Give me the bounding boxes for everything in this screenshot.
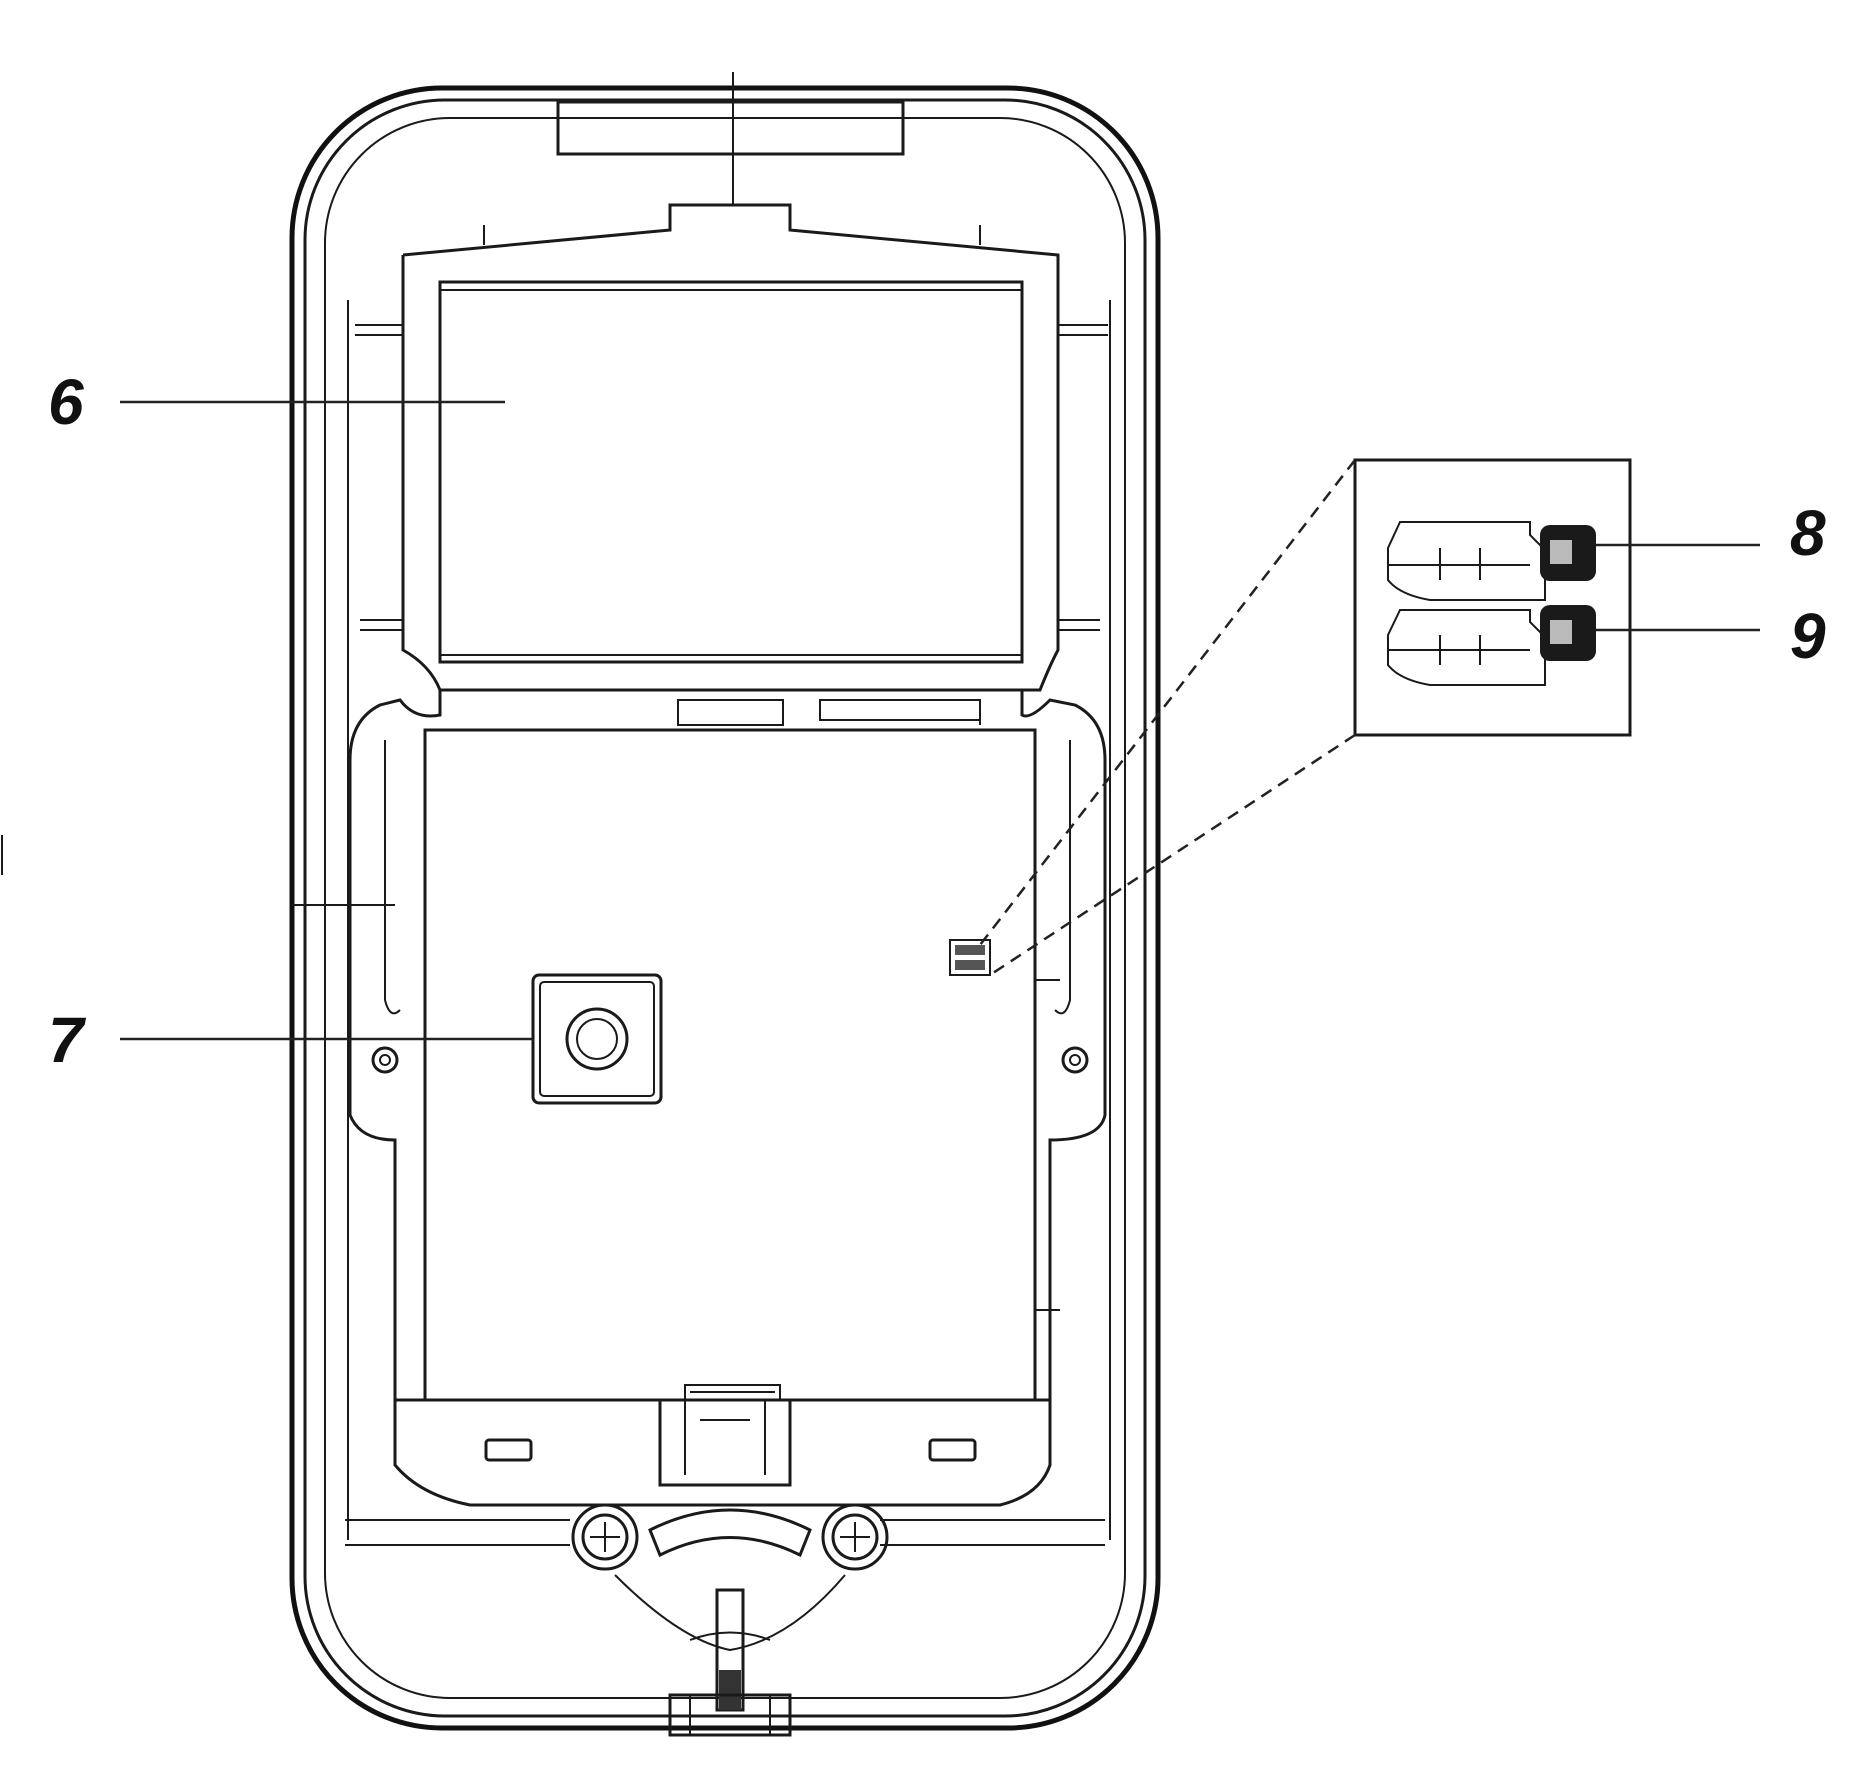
callout-9: 9 — [1790, 600, 1826, 672]
dip-switch-9 — [1387, 605, 1596, 686]
outer-housing — [289, 85, 1161, 1731]
main-board — [292, 690, 1107, 1402]
dip-switch-inset — [979, 458, 1632, 977]
top-tab — [402, 72, 1060, 330]
callout-6: 6 — [48, 366, 84, 438]
bottom-screw-right — [821, 1503, 889, 1571]
dip-switch-8 — [1387, 521, 1596, 601]
callout-8: 8 — [1790, 497, 1826, 569]
mounting-screw — [668, 1588, 792, 1737]
bottom-bracket — [393, 1384, 1052, 1737]
dip-switch-small — [949, 939, 991, 976]
bottom-screw-left — [571, 1503, 639, 1571]
tamper-switch — [531, 973, 663, 1105]
callout-7: 7 — [48, 1004, 87, 1076]
battery-compartment — [355, 255, 1108, 692]
